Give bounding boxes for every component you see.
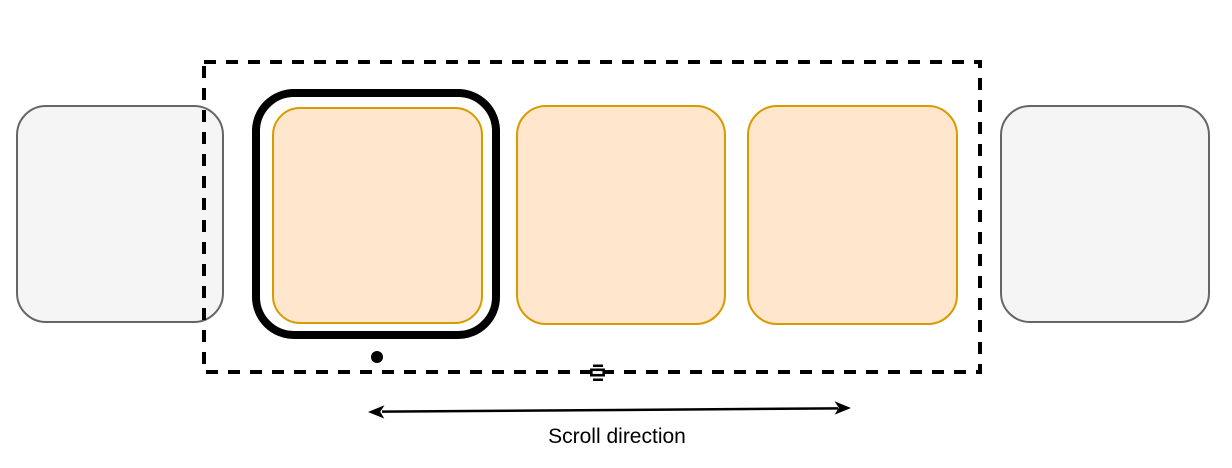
arrowhead-right-icon <box>834 401 851 415</box>
arrowhead-left-icon <box>368 405 385 419</box>
scrollbar-icon <box>590 364 605 381</box>
pagination-dot-icon <box>371 351 383 363</box>
card-3 <box>747 105 958 325</box>
card-offscreen-right <box>1000 105 1210 323</box>
double-headed-arrow-icon <box>368 401 851 419</box>
scroll-direction-label: Scroll direction <box>548 425 686 448</box>
card-2 <box>516 105 726 325</box>
selection-frame <box>252 89 500 339</box>
card-offscreen-left <box>16 105 224 323</box>
